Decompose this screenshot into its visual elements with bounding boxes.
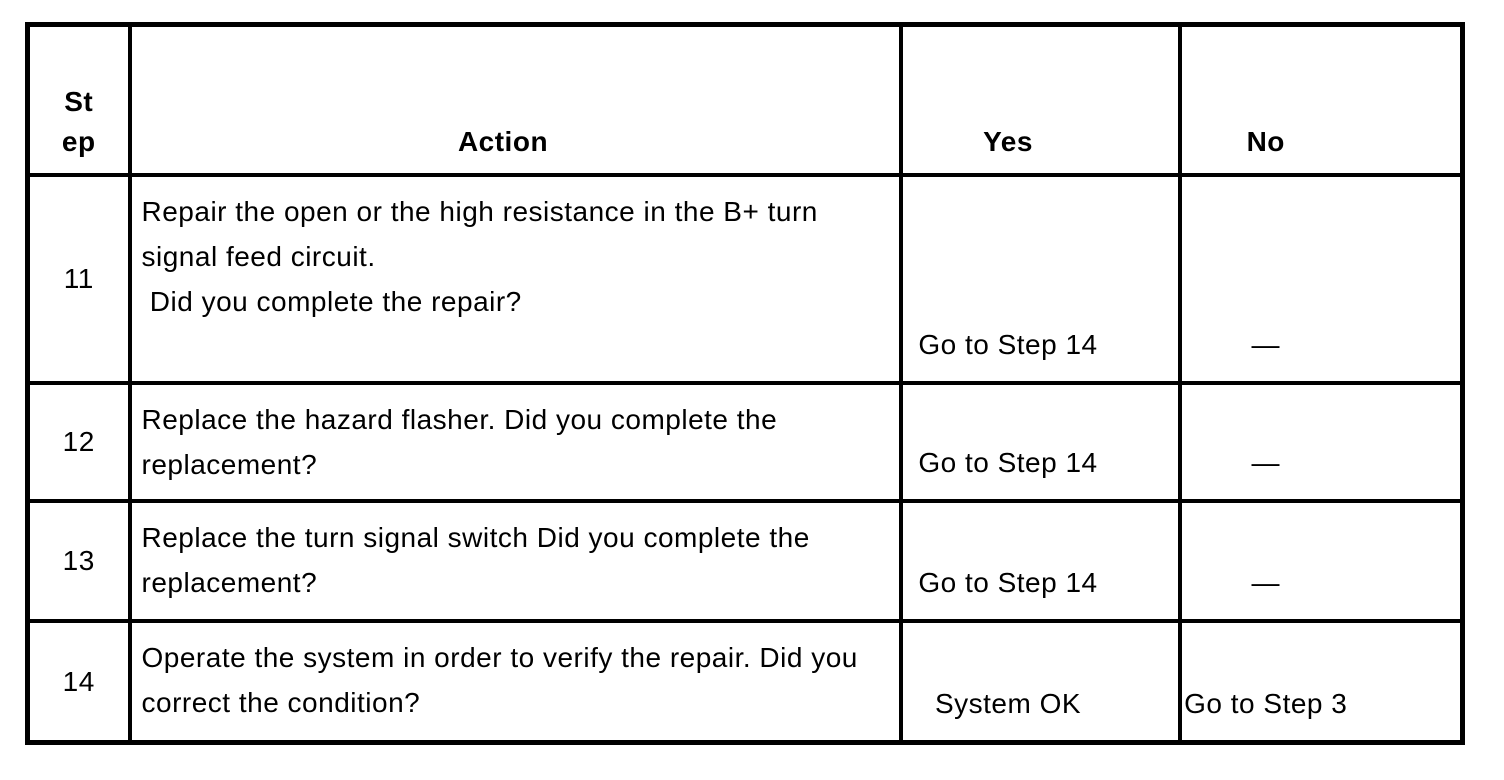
col-header-action: Action (127, 22, 903, 177)
table-row-step-12: 12 Replace the hazard flasher. Did you c… (25, 380, 1465, 503)
step-number-cell: 13 (25, 498, 132, 623)
step-number-cell: 11 (25, 172, 132, 385)
no-result-cell: Go to Step 3 (1177, 618, 1465, 745)
action-cell: Replace the hazard flasher. Did you comp… (127, 380, 903, 503)
col-header-step: St ep (25, 22, 132, 177)
table-row-step-13: 13 Replace the turn signal switch Did yo… (25, 498, 1465, 623)
action-cell: Operate the system in order to verify th… (127, 618, 903, 745)
diagnostic-step-table: St ep Action Yes No 11 Repair the open o… (25, 22, 1465, 745)
step-number-cell: 12 (25, 380, 132, 503)
no-result-cell: — (1177, 172, 1465, 385)
col-header-no: No (1177, 22, 1465, 177)
step-number-cell: 14 (25, 618, 132, 745)
yes-result-cell: Go to Step 14 (898, 172, 1182, 385)
action-cell: Repair the open or the high resistance i… (127, 172, 903, 385)
yes-result-cell: Go to Step 14 (898, 498, 1182, 623)
yes-result-cell: System OK (898, 618, 1182, 745)
col-header-yes: Yes (898, 22, 1182, 177)
no-result-cell: — (1177, 498, 1465, 623)
table-row-step-11: 11 Repair the open or the high resistanc… (25, 172, 1465, 385)
no-result-cell: — (1177, 380, 1465, 503)
table-row-step-14: 14 Operate the system in order to verify… (25, 618, 1465, 745)
action-cell: Replace the turn signal switch Did you c… (127, 498, 903, 623)
header-row: St ep Action Yes No (25, 22, 1465, 177)
yes-result-cell: Go to Step 14 (898, 380, 1182, 503)
